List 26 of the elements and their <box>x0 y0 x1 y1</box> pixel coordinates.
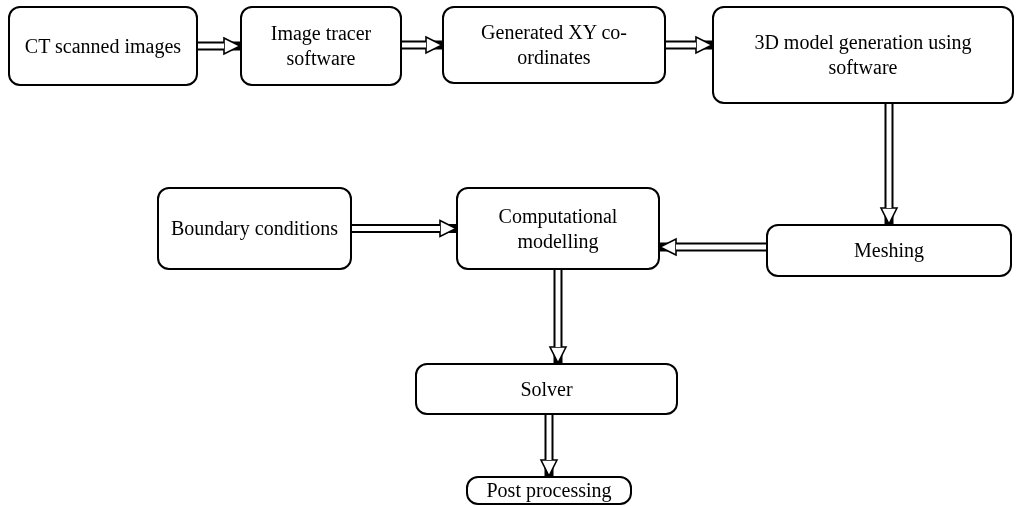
box-label: Post processing <box>485 478 613 503</box>
arrow <box>198 37 241 55</box>
box-label: Image tracer software <box>269 21 373 71</box>
arrow <box>540 415 558 477</box>
process-box <box>766 224 1012 277</box>
process-box <box>456 187 660 270</box>
box-label: Generated XY co-ordinates <box>480 20 628 70</box>
process-box <box>712 6 1014 104</box>
arrow <box>880 104 898 225</box>
process-box <box>442 6 666 84</box>
arrow <box>402 36 443 54</box>
arrow <box>549 270 567 364</box>
box-label: 3D model generation using software <box>753 30 973 80</box>
box-label: Meshing <box>853 238 925 263</box>
arrow <box>666 36 713 54</box>
process-box <box>466 476 632 505</box>
process-box <box>157 187 352 270</box>
box-label: Boundary conditions <box>169 216 340 241</box>
process-box <box>8 6 198 86</box>
arrow <box>659 238 766 256</box>
box-label: CT scanned images <box>23 33 183 59</box>
arrow <box>352 219 457 238</box>
process-box <box>240 6 402 86</box>
box-label: Solver <box>519 376 574 402</box>
box-label: Computational modelling <box>497 203 619 254</box>
process-box <box>415 363 678 415</box>
